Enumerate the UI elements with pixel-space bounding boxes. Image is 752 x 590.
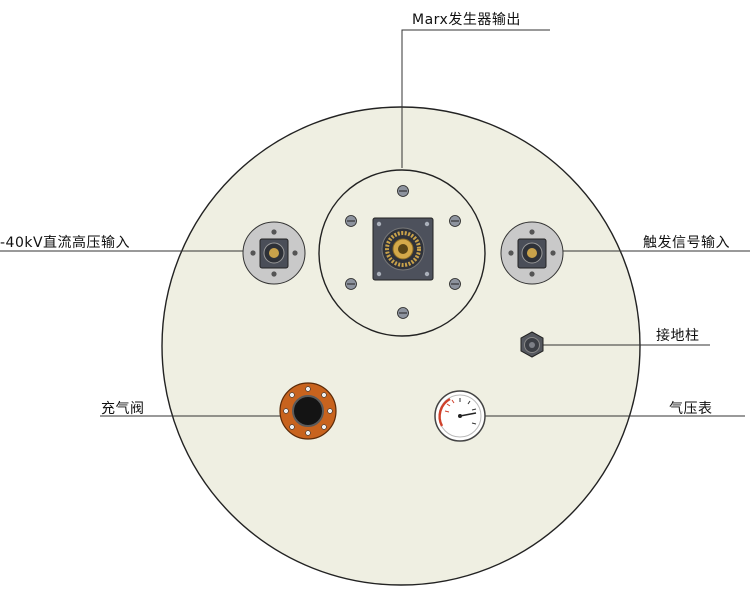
screw-icon (345, 215, 357, 227)
label-ground-post: 接地柱 (656, 328, 700, 344)
label-trigger-input: 触发信号输入 (643, 235, 730, 251)
ground-post-icon (520, 331, 544, 358)
screw-icon (345, 278, 357, 290)
label-pressure-gauge: 气压表 (669, 401, 713, 417)
leader-lines (0, 29, 750, 417)
marx-connector-icon (372, 217, 434, 281)
gauge-icon (434, 390, 486, 442)
hv-input-connector (242, 221, 306, 285)
label-fill-valve: 充气阀 (101, 401, 145, 417)
connector-icon (259, 238, 289, 269)
screw-icon (397, 307, 409, 319)
label-marx-output: Marx发生器输出 (412, 12, 521, 28)
trigger-input-connector (500, 221, 564, 285)
screw-icon (397, 185, 409, 197)
screw-icon (449, 215, 461, 227)
label-hv-input: -40kV直流高压输入 (0, 235, 131, 251)
screw-icon (449, 278, 461, 290)
valve-icon (279, 382, 337, 440)
connector-icon (517, 238, 547, 269)
marx-output-flange (318, 169, 486, 337)
leader-marx (401, 29, 550, 168)
